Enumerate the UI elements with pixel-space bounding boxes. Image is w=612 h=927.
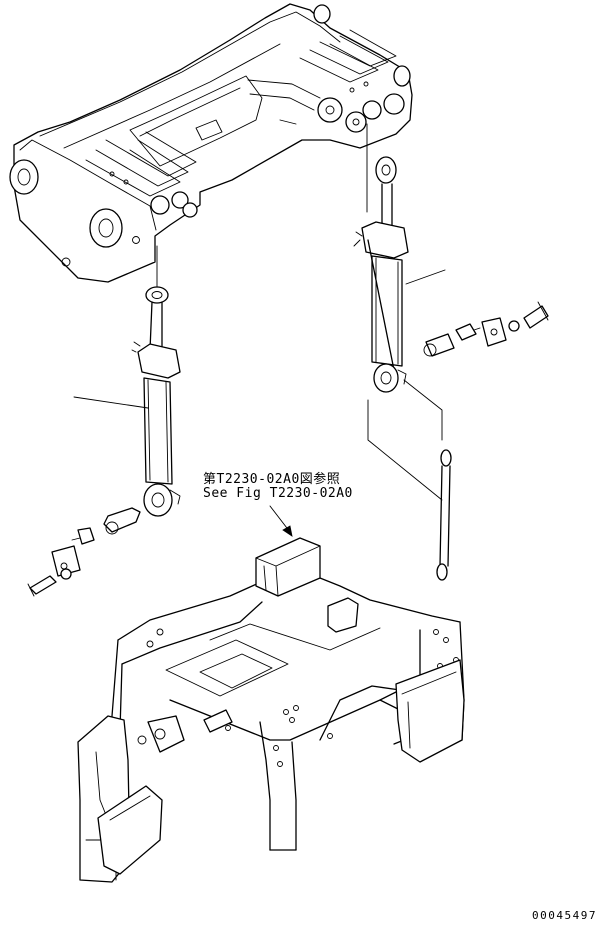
right-cylinder-leader-line bbox=[405, 269, 446, 285]
right-lift-cylinder bbox=[353, 123, 409, 393]
left-pin-hardware bbox=[27, 507, 141, 597]
frame-mount-bracket bbox=[203, 709, 233, 733]
lower-frame bbox=[77, 537, 465, 883]
left-lift-cylinder bbox=[131, 245, 181, 517]
lift-arm-assembly bbox=[9, 3, 413, 283]
left-cylinder-leader-line bbox=[73, 396, 149, 409]
reference-note-japanese: 第T2230-02A0図参照 bbox=[203, 472, 341, 487]
right-pin-hardware bbox=[423, 301, 549, 357]
drawing-number: 00045497 bbox=[532, 909, 597, 922]
reference-note-english: See Fig T2230-02A0 bbox=[203, 486, 353, 501]
connector-link bbox=[367, 379, 452, 581]
reference-arrow-head bbox=[282, 525, 293, 537]
